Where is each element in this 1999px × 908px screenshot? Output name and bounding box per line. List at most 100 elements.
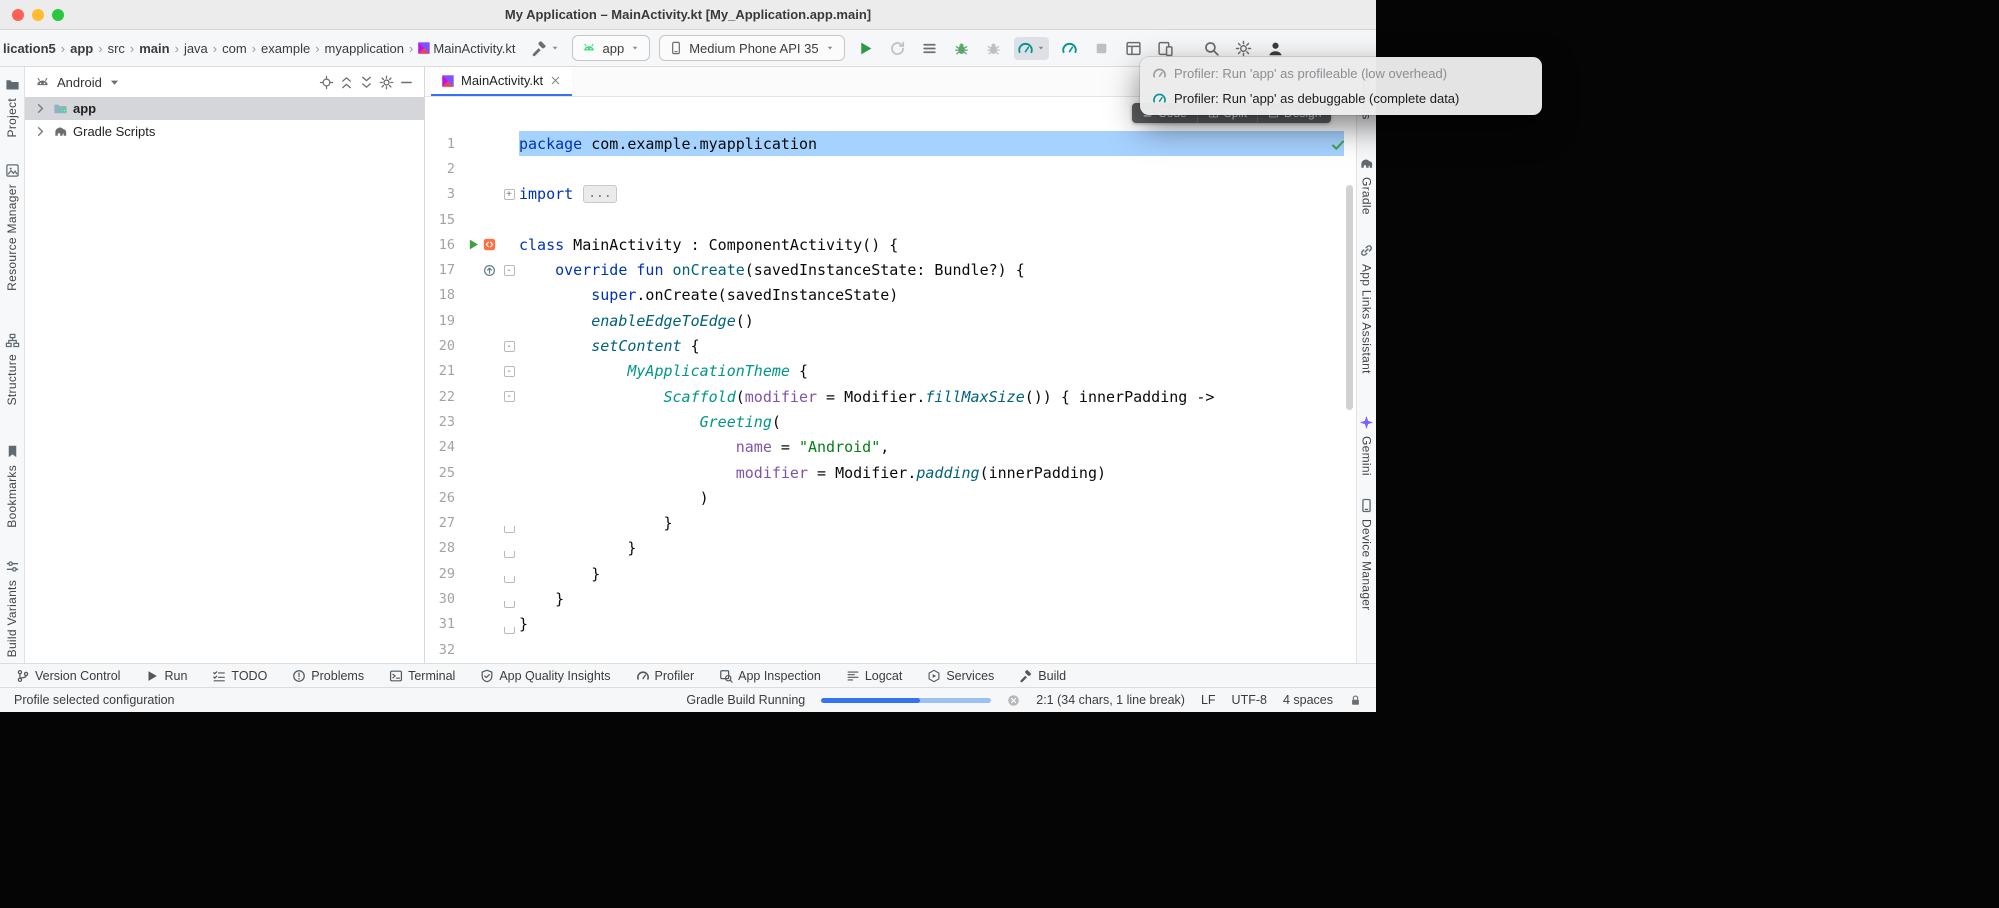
line-number[interactable]: 19 xyxy=(438,312,455,329)
breadcrumb-item-app[interactable]: app xyxy=(70,40,94,56)
code-line[interactable]: 25 modifier = Modifier.padding(innerPadd… xyxy=(425,460,1344,485)
fold-marker[interactable]: - xyxy=(503,340,515,352)
code-line[interactable]: 24 name = "Android", xyxy=(425,435,1344,460)
caret-position[interactable]: 2:1 (34 chars, 1 line break) xyxy=(1036,693,1185,707)
collapse-all-icon[interactable] xyxy=(339,75,354,90)
stop-button[interactable] xyxy=(1090,37,1113,60)
code-text[interactable]: Scaffold(modifier = Modifier.fillMaxSize… xyxy=(519,384,1344,409)
build-menu-button[interactable] xyxy=(528,37,563,60)
code-line[interactable]: 3+import ... xyxy=(425,182,1344,207)
stripe-item-device-manager[interactable]: Device Manager xyxy=(1359,498,1374,611)
code-line[interactable]: 30 } xyxy=(425,586,1344,611)
code-line[interactable]: 27 } xyxy=(425,510,1344,535)
tree-item-app[interactable]: app xyxy=(25,97,424,120)
code-text[interactable]: } xyxy=(519,510,1344,535)
locate-file-icon[interactable] xyxy=(319,75,334,90)
tool-window-app-inspection[interactable]: App Inspection xyxy=(719,669,821,683)
stripe-item-structure[interactable]: Structure xyxy=(5,333,20,406)
panel-settings-icon[interactable] xyxy=(379,75,394,90)
profiler-menu-item[interactable]: Profiler: Run 'app' as debuggable (compl… xyxy=(1140,86,1542,111)
fold-marker[interactable]: - xyxy=(503,365,515,377)
line-number[interactable]: 26 xyxy=(438,489,455,506)
code-line[interactable]: 29 } xyxy=(425,561,1344,586)
indent-setting[interactable]: 4 spaces xyxy=(1282,693,1333,707)
code-text[interactable]: super.onCreate(savedInstanceState) xyxy=(519,283,1344,308)
hide-panel-icon[interactable] xyxy=(399,75,414,90)
line-number[interactable]: 21 xyxy=(438,363,455,380)
stripe-item-project[interactable]: Project xyxy=(5,77,20,137)
stripe-item-gemini[interactable]: Gemini xyxy=(1359,415,1374,476)
code-text[interactable] xyxy=(519,207,1344,232)
code-line[interactable]: 18 super.onCreate(savedInstanceState) xyxy=(425,283,1344,308)
line-number[interactable]: 28 xyxy=(438,540,455,557)
project-view-select[interactable]: Android xyxy=(57,74,102,90)
run-button[interactable] xyxy=(854,37,877,60)
line-number[interactable]: 18 xyxy=(438,287,455,304)
line-number[interactable]: 17 xyxy=(438,262,455,279)
code-line[interactable]: 1 package com.example.myapplication xyxy=(425,131,1344,157)
tool-window-app-quality-insights[interactable]: App Quality Insights xyxy=(480,669,611,683)
code-text[interactable]: Greeting( xyxy=(519,409,1344,434)
line-number[interactable]: 1 xyxy=(446,135,455,152)
stripe-item-app-links-assistant[interactable]: App Links Assistant xyxy=(1359,243,1374,373)
line-number[interactable]: 2 xyxy=(446,160,455,177)
fold-end-marker[interactable] xyxy=(503,601,515,609)
tool-window-version-control[interactable]: Version Control xyxy=(16,669,120,683)
code-text[interactable] xyxy=(519,637,1344,662)
line-number[interactable]: 20 xyxy=(438,338,455,355)
inspections-ok-icon[interactable] xyxy=(1330,137,1346,153)
fold-end-marker[interactable] xyxy=(503,626,515,634)
tool-window-terminal[interactable]: Terminal xyxy=(389,669,455,683)
code-text[interactable]: } xyxy=(519,612,1344,637)
run-configuration-select[interactable]: app xyxy=(572,35,651,61)
close-tab-icon[interactable] xyxy=(549,74,562,87)
stripe-item-gradle[interactable]: Gradle xyxy=(1359,156,1374,215)
tool-window-logcat[interactable]: Logcat xyxy=(846,669,902,683)
build-run-list-button[interactable] xyxy=(918,37,941,60)
code-text[interactable]: enableEdgeToEdge() xyxy=(519,308,1344,333)
breadcrumb-item-java[interactable]: java xyxy=(183,40,208,56)
code-line[interactable]: 32 xyxy=(425,637,1344,662)
breadcrumb-item-myapplication[interactable]: myapplication xyxy=(324,40,405,56)
code-text[interactable]: modifier = Modifier.padding(innerPadding… xyxy=(519,460,1344,485)
code-line[interactable]: 15 xyxy=(425,207,1344,232)
debug-button[interactable] xyxy=(950,37,973,60)
breadcrumb-item-lication5[interactable]: lication5 xyxy=(3,40,56,56)
stripe-item-build-variants[interactable]: Build Variants xyxy=(5,559,20,658)
code-editor[interactable]: 1 package com.example.myapplication 2 3+imp… xyxy=(425,97,1356,663)
apply-changes-button[interactable] xyxy=(886,37,909,60)
line-number[interactable]: 23 xyxy=(438,413,455,430)
line-number[interactable]: 25 xyxy=(438,464,455,481)
tool-window-build[interactable]: Build xyxy=(1019,669,1066,683)
profiler-task-button[interactable] xyxy=(1058,37,1081,60)
code-line[interactable]: 21 - MyApplicationTheme { xyxy=(425,359,1344,384)
code-line[interactable]: 2 xyxy=(425,156,1344,181)
breadcrumb-item-main[interactable]: main xyxy=(139,40,170,56)
code-text[interactable]: package com.example.myapplication xyxy=(519,131,1344,157)
line-number[interactable]: 29 xyxy=(438,565,455,582)
code-text[interactable]: } xyxy=(519,561,1344,586)
code-text[interactable]: name = "Android", xyxy=(519,435,1344,460)
code-text[interactable] xyxy=(519,156,1344,181)
line-number[interactable]: 22 xyxy=(438,388,455,405)
code-line[interactable]: 20 - setContent { xyxy=(425,333,1344,358)
expand-all-icon[interactable] xyxy=(359,75,374,90)
tool-window-services[interactable]: Services xyxy=(927,669,994,683)
editor-scrollbar[interactable] xyxy=(1346,185,1353,410)
code-text[interactable]: setContent { xyxy=(519,333,1344,358)
tool-window-todo[interactable]: TODO xyxy=(212,669,267,683)
tool-window-problems[interactable]: Problems xyxy=(292,669,364,683)
tool-window-run[interactable]: Run xyxy=(145,669,187,683)
file-encoding[interactable]: UTF-8 xyxy=(1231,693,1267,707)
line-number[interactable]: 16 xyxy=(438,236,455,253)
attach-debugger-button[interactable] xyxy=(982,37,1005,60)
editor-tab[interactable]: MainActivity.kt xyxy=(431,67,573,96)
breadcrumb-item-example[interactable]: example xyxy=(261,40,311,56)
minimize-window-button[interactable] xyxy=(32,8,44,21)
line-separator[interactable]: LF xyxy=(1200,693,1216,707)
breadcrumb-item-com[interactable]: com xyxy=(222,40,247,56)
code-text[interactable]: MyApplicationTheme { xyxy=(519,359,1344,384)
breadcrumb-item-src[interactable]: src xyxy=(107,40,125,56)
line-number[interactable]: 15 xyxy=(438,211,455,228)
